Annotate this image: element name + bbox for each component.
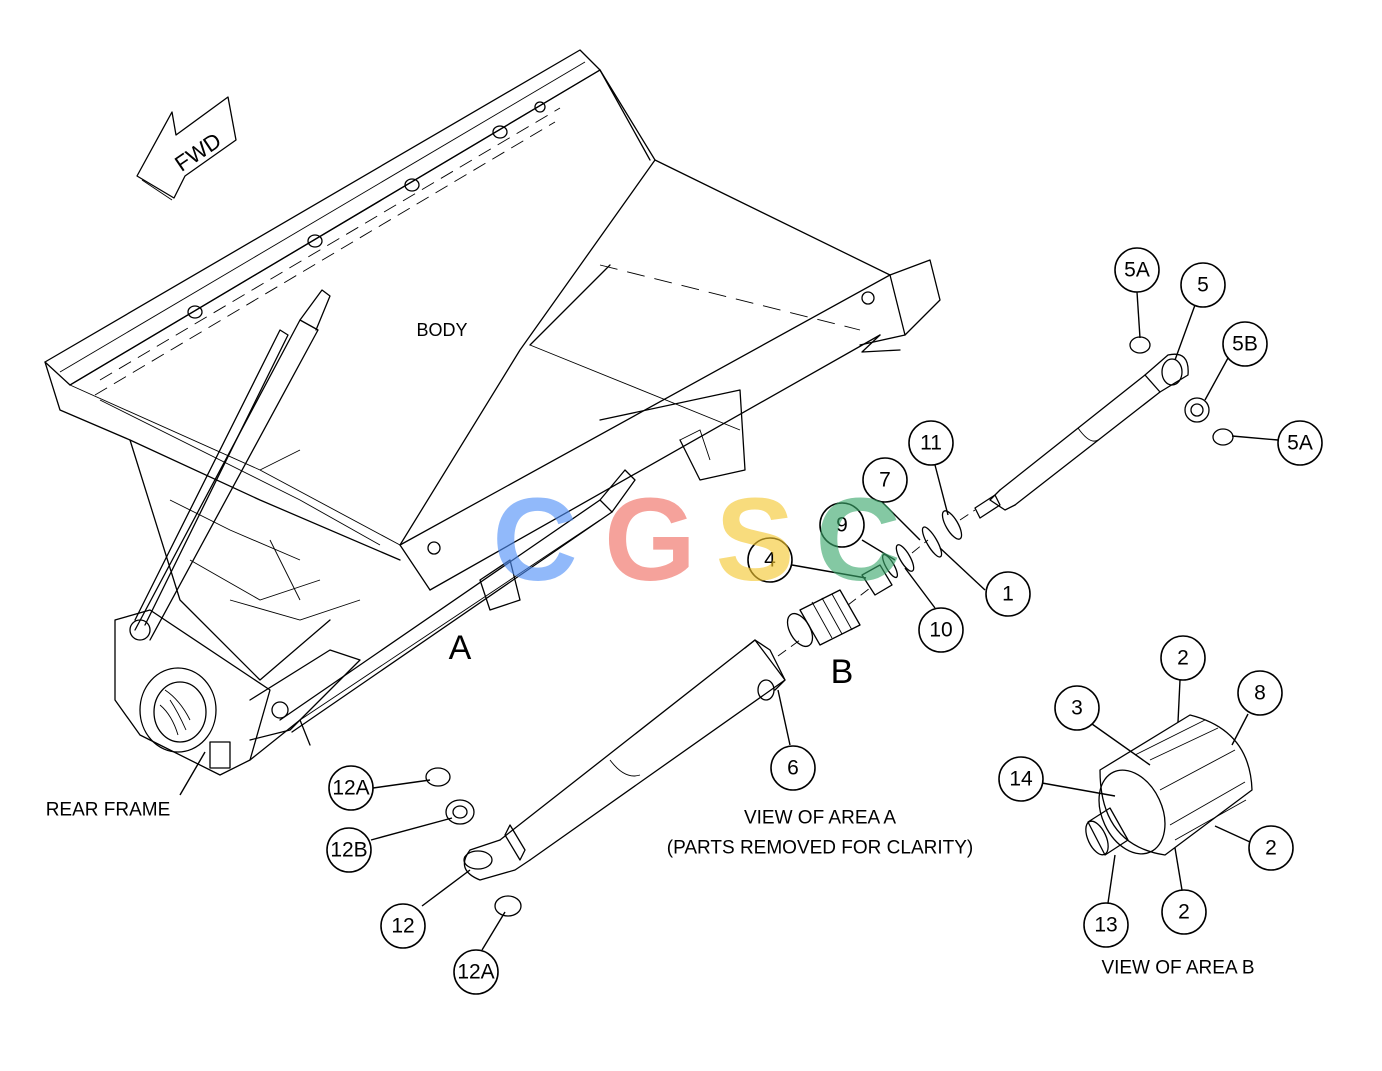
svg-text:5B: 5B — [1232, 333, 1258, 356]
svg-text:1: 1 — [1002, 583, 1014, 606]
view-a-title: VIEW OF AREA A — [744, 808, 896, 829]
area-a-label: A — [449, 629, 472, 667]
watermark-letter-c1: C — [492, 474, 577, 606]
svg-text:4: 4 — [764, 549, 776, 572]
dump-body-illustration — [44, 49, 941, 776]
svg-text:2: 2 — [1177, 647, 1189, 670]
watermark-letter-s: S — [716, 474, 795, 606]
svg-text:7: 7 — [879, 469, 891, 492]
callout-12a-top: 12A — [328, 765, 374, 811]
watermark-letter-c2: C — [815, 474, 900, 606]
fwd-arrow-icon: FWD — [136, 96, 237, 201]
rear-frame-label: REAR FRAME — [46, 800, 171, 821]
callout-5b: 5B — [1222, 321, 1268, 367]
svg-text:5: 5 — [1197, 274, 1209, 297]
body-label: BODY — [416, 320, 467, 340]
svg-text:12: 12 — [391, 915, 414, 938]
svg-text:13: 13 — [1094, 914, 1117, 937]
callout-12: 12 — [380, 903, 426, 949]
svg-text:10: 10 — [929, 619, 952, 642]
callout-leaders — [370, 291, 1279, 951]
callout-9: 9 — [819, 502, 865, 548]
rear-frame-leader — [179, 751, 206, 796]
svg-text:8: 8 — [1254, 682, 1266, 705]
svg-text:2: 2 — [1178, 901, 1190, 924]
svg-text:11: 11 — [920, 432, 942, 455]
watermark-letter-g: G — [604, 474, 696, 606]
fwd-label: FWD — [170, 128, 226, 177]
svg-text:6: 6 — [787, 757, 799, 780]
cylinder-exploded-view — [425, 336, 1234, 917]
callout-5a-right: 5A — [1277, 420, 1323, 466]
callout-14: 14 — [998, 756, 1044, 802]
view-a-subtitle: (PARTS REMOVED FOR CLARITY) — [667, 838, 974, 859]
callout-13: 13 — [1083, 902, 1129, 948]
callout-7: 7 — [862, 457, 908, 503]
callout-6: 6 — [770, 745, 816, 791]
cgsc-watermark: C G S C — [492, 474, 900, 606]
svg-text:12A: 12A — [332, 777, 369, 800]
callout-10: 10 — [918, 607, 964, 653]
callout-8: 8 — [1237, 670, 1283, 716]
callout-1: 1 — [985, 571, 1031, 617]
svg-text:14: 14 — [1009, 768, 1033, 791]
view-b-title: VIEW OF AREA B — [1101, 958, 1254, 979]
area-b-label: B — [831, 653, 854, 691]
svg-text:3: 3 — [1071, 697, 1083, 720]
callout-3: 3 — [1054, 685, 1100, 731]
callout-2-top: 2 — [1160, 635, 1206, 681]
callout-5: 5 — [1180, 262, 1226, 308]
svg-text:12B: 12B — [330, 839, 367, 862]
svg-text:2: 2 — [1265, 837, 1277, 860]
piston-detail — [1085, 714, 1253, 856]
callout-2-right: 2 — [1248, 825, 1294, 871]
callout-2-bottom: 2 — [1161, 889, 1207, 935]
callout-4: 4 — [747, 537, 793, 583]
svg-text:5A: 5A — [1287, 432, 1313, 455]
callout-11: 11 — [908, 420, 954, 466]
svg-text:5A: 5A — [1124, 259, 1150, 282]
svg-text:9: 9 — [836, 514, 848, 537]
callout-12a-bottom: 12A — [453, 949, 499, 995]
callout-5a-top: 5A — [1114, 247, 1160, 293]
callout-12b: 12B — [326, 827, 372, 873]
svg-text:12A: 12A — [457, 961, 494, 984]
